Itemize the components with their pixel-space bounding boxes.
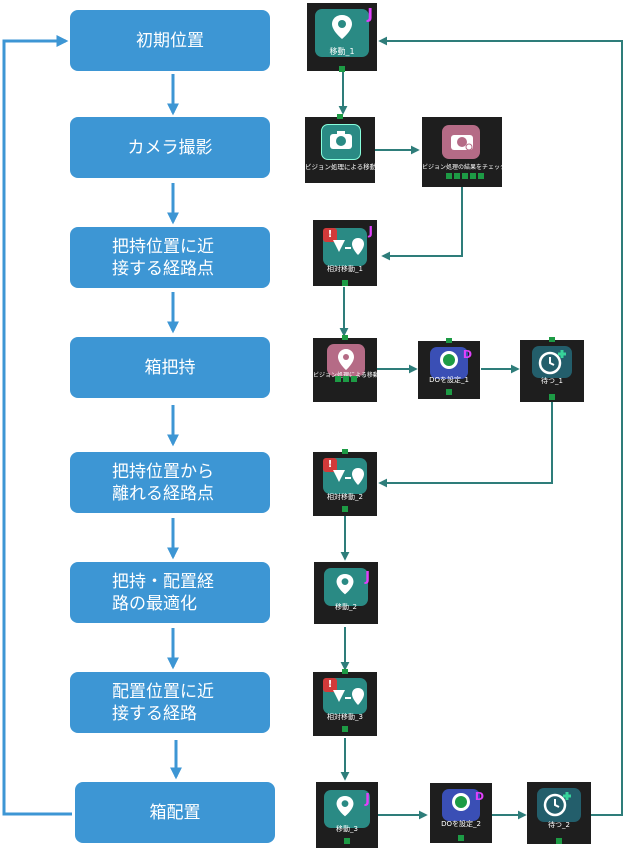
- camera-check-icon: [451, 135, 473, 151]
- output-port[interactable]: [446, 389, 452, 395]
- move-pin-icon: [336, 574, 354, 595]
- node-label: 待つ_1: [541, 377, 563, 385]
- flow-step-approach-grasp[interactable]: 把持位置に近 接する経路点: [70, 227, 270, 288]
- output-badge-icon: D: [462, 348, 472, 361]
- flow-step-grasp-box[interactable]: 箱把持: [70, 337, 270, 398]
- output-port[interactable]: [339, 66, 345, 72]
- node-label: 相対移動_1: [327, 265, 363, 273]
- node-label: 相対移動_2: [327, 493, 363, 501]
- step-node-set-do-2[interactable]: D DOを設定_2: [430, 783, 492, 843]
- warning-icon: !: [323, 678, 337, 692]
- input-port[interactable]: [342, 449, 348, 454]
- node-label: 待つ_2: [548, 821, 570, 829]
- input-port[interactable]: [337, 114, 343, 119]
- step-node-move-1[interactable]: J 移動_1: [307, 3, 377, 72]
- step-node-set-do-1[interactable]: D DOを設定_1: [418, 338, 480, 399]
- step-node-relative-move-2[interactable]: ! 相対移動_2: [313, 449, 377, 516]
- flow-step-initial-position[interactable]: 初期位置: [70, 10, 270, 71]
- flow-step-approach-place[interactable]: 配置位置に近 接する経路: [70, 672, 270, 733]
- joint-badge-icon: J: [367, 5, 373, 23]
- node-edge-7: [378, 402, 553, 488]
- node-edge-3: [381, 187, 463, 261]
- step-node-vision-check-1[interactable]: ビジョン処理の結果をチェック_1: [422, 117, 502, 187]
- output-port[interactable]: [342, 506, 348, 512]
- wait-clock-icon: [543, 792, 571, 817]
- warning-icon: !: [323, 458, 337, 472]
- move-pin-icon: [332, 15, 352, 39]
- flow-loop-arrow: [2, 35, 72, 816]
- node-label: DOを設定_1: [429, 376, 469, 384]
- node-label: 移動_3: [336, 825, 358, 833]
- node-label: 相対移動_3: [327, 713, 363, 721]
- output-port[interactable]: [556, 838, 562, 844]
- step-node-relative-move-1[interactable]: ! J 相対移動_1: [313, 220, 377, 286]
- relative-move-icon: [333, 468, 364, 485]
- step-node-move-3[interactable]: J 移動_3: [316, 782, 378, 848]
- step-node-move-2[interactable]: J 移動_2: [314, 562, 378, 624]
- input-port[interactable]: [342, 335, 348, 340]
- output-port[interactable]: [342, 280, 348, 286]
- output-port[interactable]: [351, 376, 357, 382]
- do-set-icon: [440, 351, 458, 369]
- step-node-wait-2[interactable]: 待つ_2: [527, 782, 591, 844]
- output-badge-icon: D: [474, 790, 484, 803]
- do-set-icon: [452, 793, 470, 811]
- step-node-wait-1[interactable]: 待つ_1: [520, 337, 584, 402]
- output-port[interactable]: [549, 394, 555, 400]
- move-pin-icon: [336, 796, 354, 817]
- flow-step-place-box[interactable]: 箱配置: [75, 782, 275, 843]
- node-label: ビジョン処理の結果をチェック_1: [422, 164, 502, 171]
- flow-step-camera-capture[interactable]: カメラ撮影: [70, 117, 270, 178]
- flow-step-leave-grasp[interactable]: 把持位置から 離れる経路点: [70, 452, 270, 513]
- joint-badge-icon: J: [365, 570, 370, 585]
- output-port[interactable]: [342, 726, 348, 732]
- node-edge-13: [378, 36, 623, 816]
- step-node-vision-move-grasp[interactable]: ビジョン処理による移動_1: [313, 335, 377, 402]
- output-port[interactable]: [462, 173, 468, 179]
- node-label: 移動_2: [335, 603, 357, 611]
- flow-step-optimize-path[interactable]: 把持・配置経 路の最適化: [70, 562, 270, 623]
- joint-badge-icon: J: [368, 224, 373, 238]
- vision-move-icon: [338, 349, 354, 370]
- output-port[interactable]: [343, 376, 349, 382]
- input-port[interactable]: [446, 338, 452, 343]
- node-label: ビジョン処理による移動_1: [313, 370, 377, 379]
- input-port[interactable]: [549, 337, 555, 342]
- camera-icon: [330, 131, 352, 149]
- output-port[interactable]: [344, 838, 350, 844]
- joint-badge-icon: J: [365, 792, 370, 807]
- output-port[interactable]: [446, 173, 452, 179]
- input-port[interactable]: [342, 669, 348, 674]
- step-node-vision-move-1[interactable]: ビジョン処理による移動_1: [305, 114, 375, 183]
- warning-icon: !: [323, 228, 337, 242]
- wait-clock-icon: [538, 350, 566, 375]
- node-label: ビジョン処理による移動_1: [305, 163, 375, 171]
- node-label: DOを設定_2: [441, 820, 481, 828]
- step-node-relative-move-3[interactable]: ! 相対移動_3: [313, 669, 377, 736]
- output-port[interactable]: [470, 173, 476, 179]
- output-port[interactable]: [454, 173, 460, 179]
- output-port[interactable]: [335, 376, 341, 382]
- relative-move-icon: [333, 688, 364, 705]
- relative-move-icon: [333, 238, 364, 255]
- node-label: 移動_1: [329, 47, 355, 56]
- output-port[interactable]: [478, 173, 484, 179]
- output-port[interactable]: [458, 835, 464, 841]
